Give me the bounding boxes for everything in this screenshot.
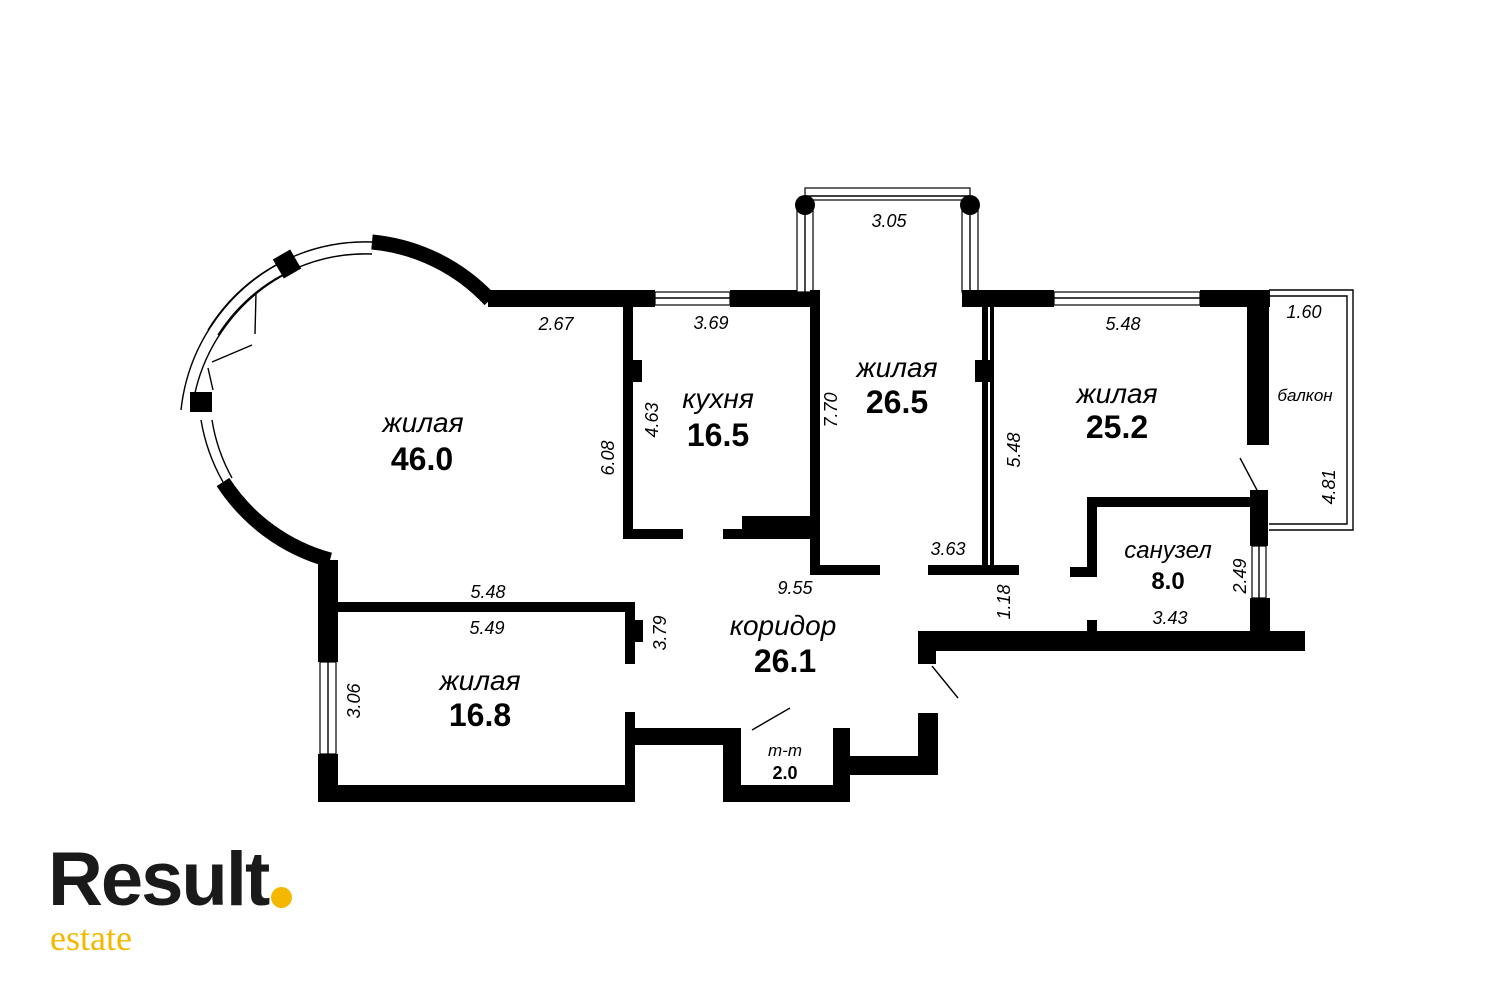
dimension: 7.70 (821, 392, 841, 427)
room-area: 8.0 (1151, 568, 1184, 595)
room-name: т-т (768, 741, 802, 760)
dimension: 2.49 (1230, 558, 1250, 594)
dimension: 4.81 (1319, 469, 1339, 504)
dimension: 3.43 (1152, 608, 1187, 628)
room-name: санузел (1124, 537, 1212, 564)
floor-plan: жилая 46.0 кухня 16.5 жилая 26.5 жилая 2… (180, 187, 1354, 802)
dimension: 5.48 (1105, 314, 1140, 334)
room-name: кухня (682, 383, 754, 414)
room-name: жилая (380, 407, 463, 438)
room-name: коридор (730, 610, 837, 641)
dimension: 3.79 (650, 615, 670, 650)
dimension: 3.06 (344, 683, 364, 719)
dimension: 1.18 (994, 584, 1014, 619)
room-name: жилая (854, 352, 937, 383)
dimension: 2.67 (537, 314, 574, 334)
dimension: 3.63 (930, 539, 965, 559)
room-area: 26.5 (866, 384, 928, 420)
brand-logo: Result estate (48, 837, 293, 958)
walls (318, 187, 1354, 802)
dimension: 5.48 (1004, 432, 1024, 467)
dimension: 4.63 (642, 402, 662, 437)
balcony-label: балкон (1277, 386, 1333, 405)
room-area: 2.0 (772, 763, 797, 783)
dimension: 3.69 (693, 313, 728, 333)
room-name: жилая (1074, 378, 1157, 409)
round-room-walls (180, 234, 496, 568)
room-area: 46.0 (391, 441, 453, 477)
logo-main-text: Result (48, 837, 270, 922)
dimension: 5.49 (469, 618, 504, 638)
room-area: 25.2 (1086, 409, 1148, 445)
logo-wordmark: Result (48, 837, 293, 922)
dimension: 3.05 (871, 211, 907, 231)
logo-subtitle: estate (50, 918, 132, 958)
dimension: 1.60 (1286, 302, 1321, 322)
dimension: 6.08 (598, 440, 618, 475)
room-area: 16.8 (449, 697, 511, 733)
room-area: 26.1 (754, 643, 816, 679)
room-area: 16.5 (687, 417, 749, 453)
room-name: жилая (437, 665, 520, 696)
room-labels: жилая 46.0 кухня 16.5 жилая 26.5 жилая 2… (380, 352, 1333, 783)
dimension-labels: 3.05 2.67 3.69 5.48 1.60 4.63 6.08 7.70 … (344, 211, 1339, 719)
dimension: 5.48 (470, 582, 505, 602)
logo-dot-icon (271, 887, 293, 908)
dimension: 9.55 (777, 578, 813, 598)
